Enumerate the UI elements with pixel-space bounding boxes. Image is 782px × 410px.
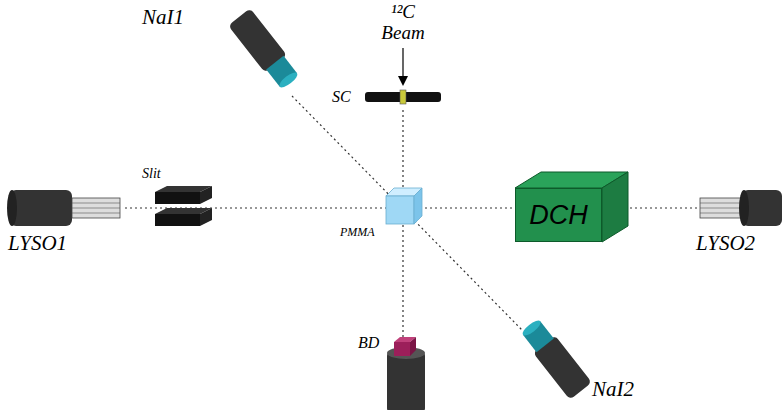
beam-arrow bbox=[398, 48, 408, 86]
part-label: ¹²C Beam bbox=[373, 2, 434, 44]
nai2-detector bbox=[518, 316, 592, 399]
pmma-target bbox=[386, 188, 422, 224]
beam-axis-lines bbox=[125, 96, 700, 345]
part-label: LYSO1 bbox=[8, 232, 67, 255]
scintillator-counter bbox=[365, 90, 441, 104]
beam-dump bbox=[387, 337, 425, 410]
box-label: DCH bbox=[529, 200, 588, 231]
lyso1-detector bbox=[7, 190, 120, 226]
lyso2-detector bbox=[700, 190, 782, 226]
part-label: Slit bbox=[140, 166, 163, 181]
drift-chamber-box: DCH bbox=[515, 188, 602, 242]
part-label: NaI1 bbox=[142, 6, 184, 29]
dch-box-depth bbox=[515, 172, 628, 242]
slit-blocks bbox=[155, 186, 212, 226]
part-label: NaI2 bbox=[592, 378, 634, 401]
nai1-detector bbox=[228, 8, 302, 91]
part-label: BD bbox=[356, 334, 381, 352]
part-label: LYSO2 bbox=[696, 232, 755, 255]
part-label: SC bbox=[330, 88, 353, 106]
part-label: PMMA bbox=[338, 226, 377, 239]
